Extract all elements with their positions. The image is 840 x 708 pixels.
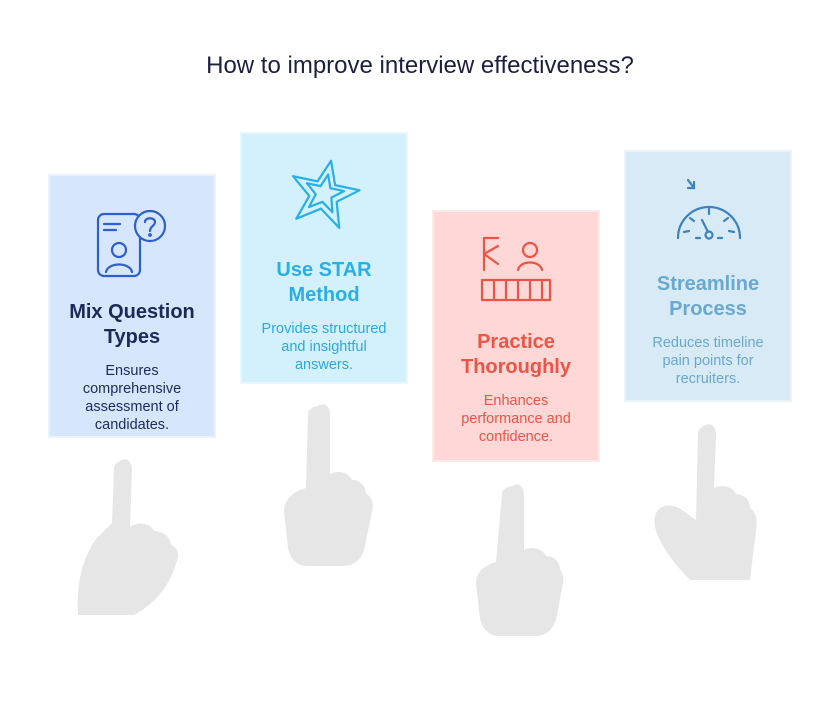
speedometer-icon <box>676 178 742 240</box>
phone-question-icon <box>96 209 167 278</box>
star-icon <box>291 159 361 230</box>
card-description: Ensures comprehensive assessment of cand… <box>82 363 182 433</box>
card-heading: Use STAR Method <box>276 259 372 306</box>
pointing-hand-icon <box>476 484 564 636</box>
card-heading: Practice Thoroughly <box>461 331 571 378</box>
card-use-star-method: Use STAR Method Provides structured and … <box>240 132 408 384</box>
page-title: How to improve interview effectiveness? <box>206 52 634 79</box>
card-heading: Mix Question Types <box>69 301 195 348</box>
card-description: Provides structured and insightful answe… <box>261 321 387 373</box>
pointing-hand-icon <box>654 424 757 580</box>
presentation-practice-icon <box>480 236 552 302</box>
card-mix-question-types: Mix Question Types Ensures comprehensive… <box>48 174 216 438</box>
card-streamline-process: Streamline Process Reduces timeline pain… <box>624 150 792 402</box>
card-description: Reduces timeline pain points for recruit… <box>652 335 764 387</box>
pointing-hand-icon <box>284 404 373 566</box>
card-heading: Streamline Process <box>656 273 760 320</box>
card-description: Enhances performance and confidence. <box>461 393 571 445</box>
pointing-hand-icon <box>77 459 179 615</box>
card-practice-thoroughly: Practice Thoroughly Enhances performance… <box>432 210 600 462</box>
